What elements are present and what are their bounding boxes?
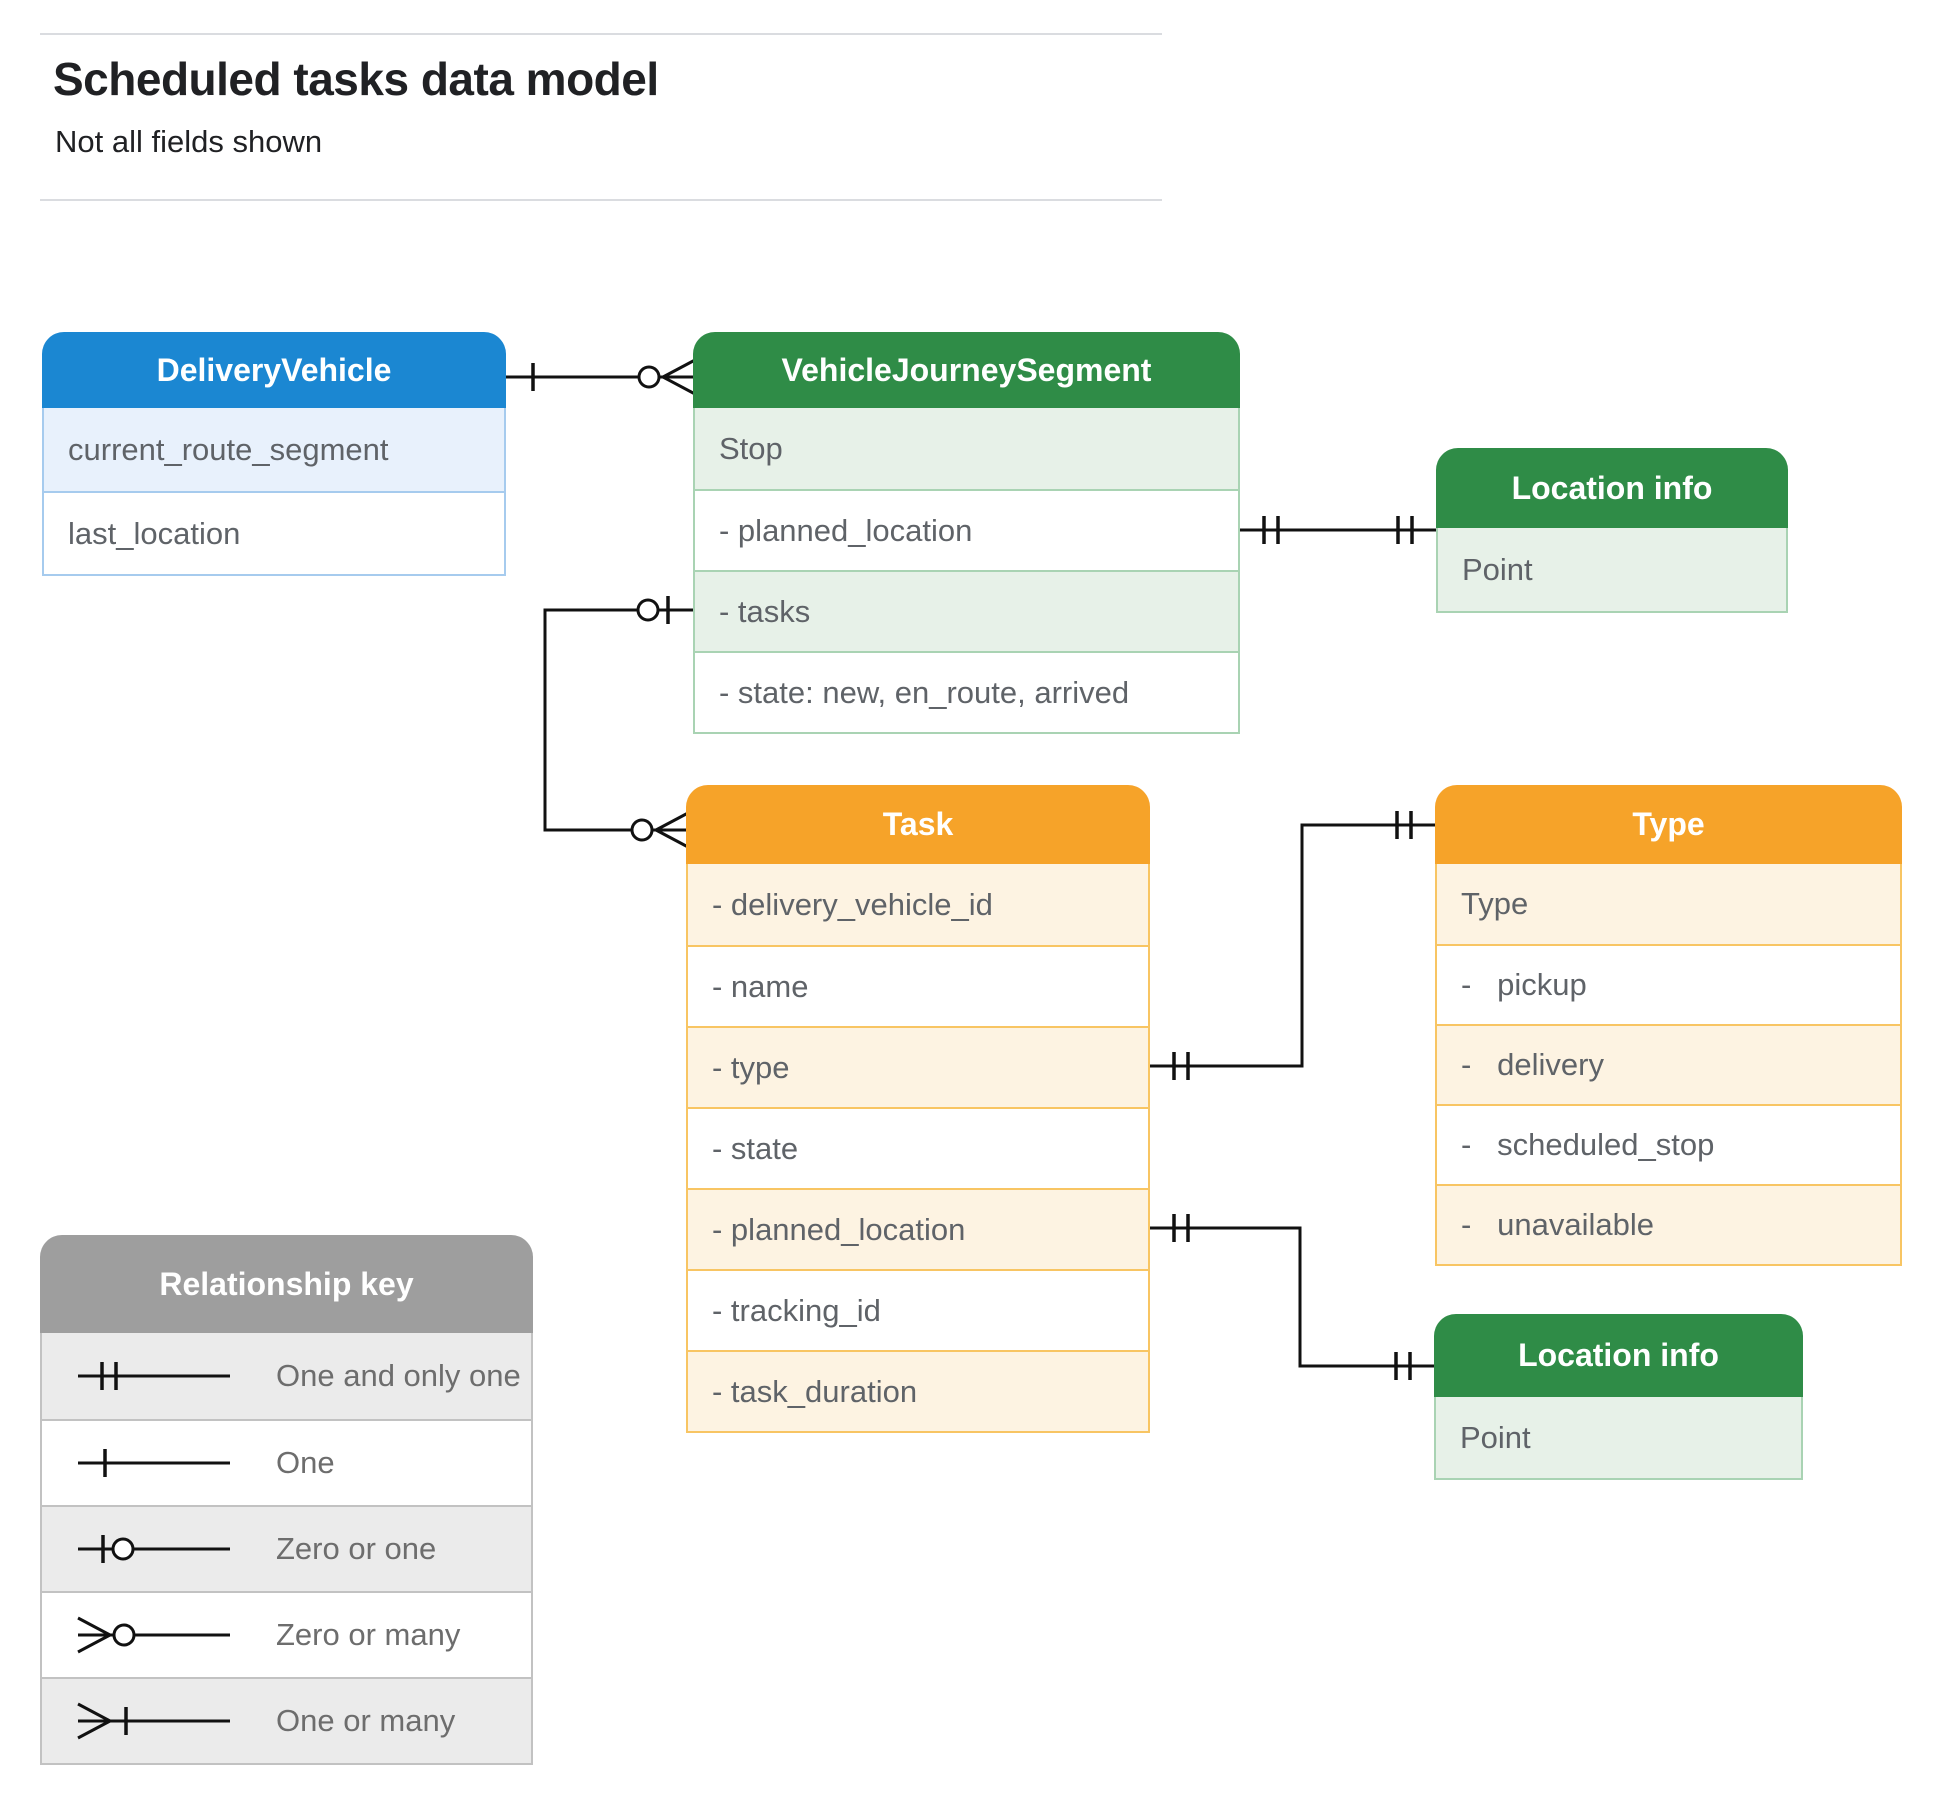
location-info-bottom-field: Point <box>1436 1397 1801 1478</box>
relationship-key-label: Zero or many <box>276 1617 461 1652</box>
relationship-key-item: One <box>42 1419 531 1505</box>
vehicle-journey-segment-field: - tasks <box>695 570 1238 651</box>
relationship-key-label: One <box>276 1445 335 1480</box>
type-field: - pickup <box>1437 944 1900 1024</box>
zero-or-many-symbol-icon <box>77 1616 230 1654</box>
entity-task: Task- delivery_vehicle_id- name- type- s… <box>686 785 1150 1433</box>
task-field: - delivery_vehicle_id <box>688 864 1148 945</box>
delivery-vehicle-field: current_route_segment <box>44 408 504 491</box>
relationship-key-item: One and only one <box>42 1333 531 1419</box>
one-symbol-icon <box>78 1449 230 1477</box>
relationship-key-label: One or many <box>276 1703 456 1738</box>
task-field: - planned_location <box>688 1188 1148 1269</box>
divider-line-top <box>40 33 1162 35</box>
relationship-key-title: Relationship key <box>40 1235 533 1333</box>
type-fields: Type- pickup- delivery- scheduled_stop- … <box>1435 864 1902 1266</box>
task-field: - task_duration <box>688 1350 1148 1431</box>
task-field: - tracking_id <box>688 1269 1148 1350</box>
divider-line-bottom <box>40 199 1162 201</box>
type-title: Type <box>1435 785 1902 864</box>
task-field: - state <box>688 1107 1148 1188</box>
delivery-vehicle-title: DeliveryVehicle <box>42 332 506 408</box>
page-title: Scheduled tasks data model <box>53 53 659 105</box>
one-or-many-symbol-icon <box>77 1702 230 1740</box>
location-info-bottom-fields: Point <box>1434 1397 1803 1480</box>
vehicle-journey-segment-field: Stop <box>695 408 1238 489</box>
vehicle-journey-segment-fields: Stop- planned_location- tasks- state: ne… <box>693 408 1240 734</box>
location-info-top-field: Point <box>1438 528 1786 611</box>
task-field: - type <box>688 1026 1148 1107</box>
task-title: Task <box>686 785 1150 864</box>
one-and-only-one-symbol-icon <box>78 1362 230 1390</box>
delivery-vehicle-field: last_location <box>44 491 504 574</box>
relationship-key-item: Zero or many <box>42 1591 531 1677</box>
connector-vjs-location <box>1240 516 1436 544</box>
location-info-top-fields: Point <box>1436 528 1788 613</box>
connector-task-type <box>1150 811 1435 1080</box>
type-field: - unavailable <box>1437 1184 1900 1264</box>
type-field: Type <box>1437 864 1900 944</box>
relationship-key-label: Zero or one <box>276 1531 437 1566</box>
vehicle-journey-segment-field: - state: new, en_route, arrived <box>695 651 1238 732</box>
page-subtitle: Not all fields shown <box>55 124 323 159</box>
relationship-key-item: One or many <box>42 1677 531 1763</box>
connector-task-location <box>1150 1214 1434 1380</box>
location-info-bottom-title: Location info <box>1434 1314 1803 1397</box>
relationship-key-label: One and only one <box>276 1358 521 1393</box>
connector-dv-vjs <box>506 358 696 396</box>
connector-vjs-task <box>543 596 693 849</box>
relationship-key-item: Zero or one <box>42 1505 531 1591</box>
task-field: - name <box>688 945 1148 1026</box>
type-field: - delivery <box>1437 1024 1900 1104</box>
type-field: - scheduled_stop <box>1437 1104 1900 1184</box>
zero-or-one-symbol-icon <box>78 1535 230 1563</box>
vehicle-journey-segment-title: VehicleJourneySegment <box>693 332 1240 408</box>
vehicle-journey-segment-field: - planned_location <box>695 489 1238 570</box>
task-fields: - delivery_vehicle_id- name- type- state… <box>686 864 1150 1433</box>
location-info-top-title: Location info <box>1436 448 1788 528</box>
